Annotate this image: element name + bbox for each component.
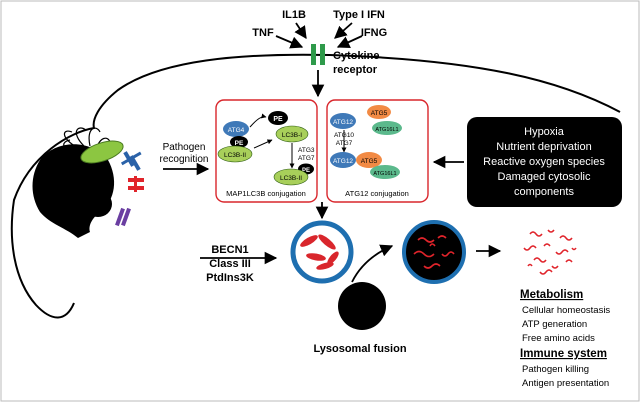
atg10-label: ATG10 [334, 132, 354, 139]
il1b-label: IL1B [282, 9, 306, 21]
il1b-arrow [294, 22, 307, 40]
atg16l1-top-node [372, 121, 402, 135]
immune-item-2: Antigen presentation [522, 378, 609, 389]
cytokine-receptor-icon [311, 44, 325, 65]
metabolism-item-3: Free amino acids [522, 333, 595, 344]
atg7-label-atg12: ATG7 [336, 140, 353, 147]
class-iii-label: Class III [209, 258, 251, 270]
atg5-top-label: ATG5 [371, 110, 388, 117]
pathogen-label-line1: Pathogen [163, 142, 206, 153]
becn1-label: BECN1 [211, 244, 248, 256]
pe-node-top [268, 111, 288, 125]
atg5-bottom-node [356, 152, 382, 168]
lysosomal-fusion-label: Lysosomal fusion [313, 343, 406, 355]
ifn-arrow [334, 22, 353, 39]
degraded-fragments-icon [523, 229, 577, 275]
type1-ifn-label: Type I IFN [333, 9, 385, 21]
autolysosome-icon [402, 220, 466, 284]
atg7-label-lc3: ATG7 [298, 155, 315, 162]
tnf-label: TNF [252, 27, 274, 39]
pe-label-right: PE [302, 168, 310, 174]
atg5-top-node [367, 105, 391, 119]
metabolism-item-1: Cellular homeostasis [522, 305, 610, 316]
bacterium-icon [63, 127, 124, 164]
metabolism-heading: Metabolism [520, 289, 583, 301]
pe-label-top: PE [273, 116, 283, 123]
lc3b-i-label: LC3B-I [282, 132, 302, 139]
cell-membrane [10, 53, 621, 319]
lc3b-ii-left-node [217, 145, 253, 163]
atg4-label: ATG4 [228, 127, 245, 134]
stress-line-3: Reactive oxygen species [483, 156, 605, 168]
atg3-label: ATG3 [298, 147, 315, 154]
lc3b-ii-left-label: LC3B-II [224, 152, 246, 159]
pathogen-label-line2: recognition [160, 154, 209, 165]
atg12-bottom-node [330, 152, 356, 168]
atg16l1-top-label: ATG16L1 [375, 127, 398, 133]
atg12-bottom-label: ATG12 [333, 158, 353, 165]
receptor-label-line1: Cytokine [333, 50, 379, 62]
atg12-conjugation-box [326, 99, 429, 203]
lysosome-fusion-arrow [351, 244, 394, 283]
atg16l1-bottom-label: ATG16L1 [373, 171, 396, 177]
atg12-caption: ATG12 conjugation [345, 189, 409, 198]
pattern-receptor-purple [115, 207, 131, 227]
tnf-arrow [275, 35, 304, 49]
stress-line-2: Nutrient deprivation [496, 141, 591, 153]
atg4-node [223, 121, 249, 137]
pe-node-left [230, 136, 248, 148]
stress-conditions-box [467, 117, 622, 207]
atg12-top-node [330, 113, 356, 129]
autophagosome-icon [290, 220, 354, 284]
immune-item-1: Pathogen killing [522, 364, 589, 375]
stress-line-1: Hypoxia [524, 126, 565, 138]
lc3b-ii-right-label: LC3B-II [280, 175, 302, 182]
atg16l1-bottom-node [370, 165, 400, 179]
map1lc3b-caption: MAP1LC3B conjugation [226, 189, 306, 198]
pe-label-left: PE [235, 140, 244, 147]
stress-line-5: components [514, 186, 574, 198]
map1lc3b-conjugation-box [215, 99, 318, 203]
lc3b-ii-right-node [273, 168, 309, 186]
metabolism-item-2: ATP generation [522, 319, 587, 330]
atg4-to-pe-arrow [249, 113, 267, 128]
phagocyte-nucleus [84, 191, 112, 217]
pattern-receptor-red [128, 176, 144, 192]
lc3b-ii-to-i-arrow [253, 139, 273, 149]
ptdins3k-label: PtdIns3K [206, 272, 254, 284]
stress-line-4: Damaged cytosolic [498, 171, 591, 183]
atg12-top-label: ATG12 [333, 119, 353, 126]
receptor-label-line2: receptor [333, 64, 378, 76]
lysosome-icon [338, 282, 386, 330]
pattern-receptor-blue [120, 151, 142, 171]
ifng-label: IFNG [361, 27, 387, 39]
lc3b-i-node [275, 125, 309, 143]
ifng-arrow [336, 35, 363, 49]
immune-heading: Immune system [520, 348, 607, 360]
atg5-bottom-label: ATG5 [361, 158, 378, 165]
